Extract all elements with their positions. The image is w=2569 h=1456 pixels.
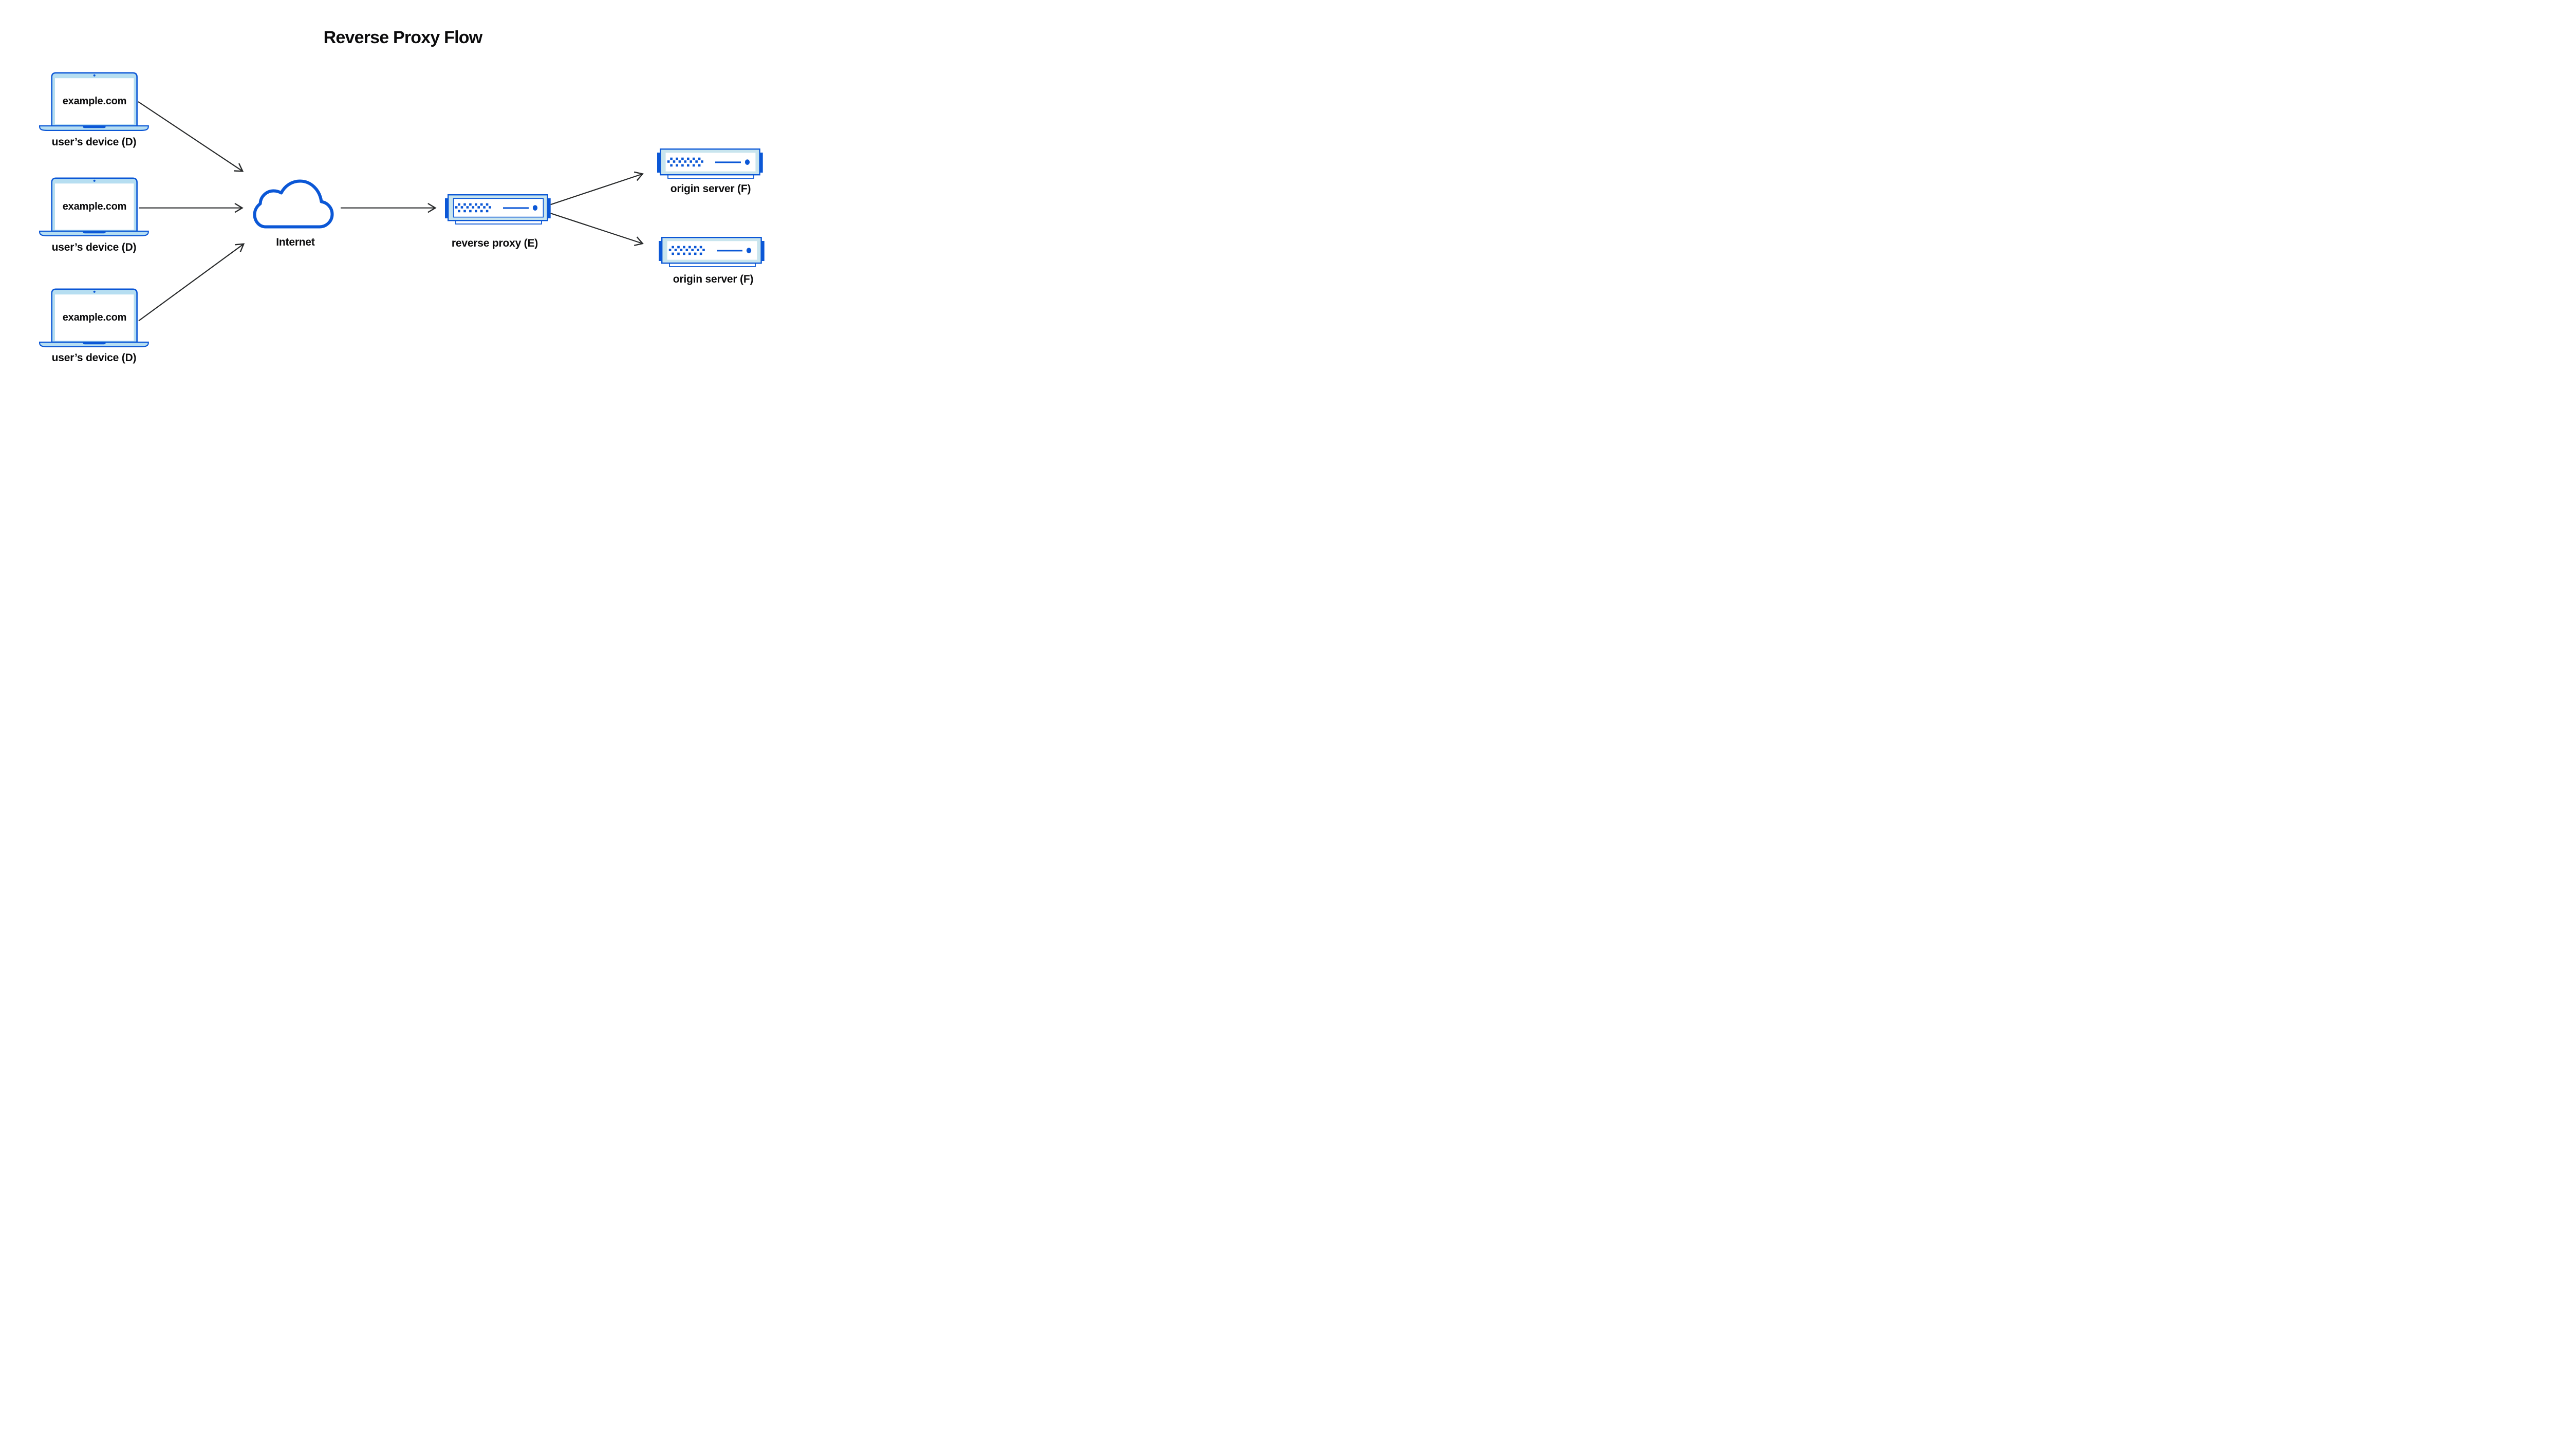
server-power-dot — [744, 159, 750, 165]
camera-dot-icon — [93, 74, 96, 77]
laptop-screen — [55, 294, 134, 341]
arrow-proxy-to-origin2 — [550, 213, 644, 246]
user-device-3 — [39, 288, 149, 348]
server-vent-pattern — [668, 246, 705, 255]
device-1-label: user’s device (D) — [51, 136, 137, 148]
user-device-1 — [39, 71, 149, 132]
laptop-screen — [55, 78, 134, 125]
arrow-proxy-to-origin1 — [550, 171, 644, 206]
server-slot-line — [717, 250, 742, 252]
device-1-screen-text: example.com — [62, 95, 127, 107]
rack-server-icon — [659, 237, 765, 267]
server-vent-pattern — [667, 157, 703, 167]
reverse-proxy-label: reverse proxy (E) — [451, 237, 538, 249]
device-3-label: user’s device (D) — [51, 352, 137, 364]
arrow-device3-to-internet — [138, 243, 245, 322]
server-left-tab — [445, 198, 449, 218]
reverse-proxy-node — [445, 194, 551, 226]
server-power-dot — [746, 248, 752, 253]
user-device-2 — [39, 177, 149, 237]
server-right-tab — [760, 241, 765, 261]
device-2-screen-text: example.com — [62, 200, 127, 212]
keyboard-notch — [83, 126, 106, 128]
internet-node — [251, 178, 336, 231]
keyboard-notch — [83, 231, 106, 234]
diagram-title: Reverse Proxy Flow — [323, 28, 483, 47]
server-power-dot — [532, 205, 538, 211]
camera-dot-icon — [93, 179, 96, 182]
server-right-tab — [547, 198, 551, 218]
origin-server-2-node — [659, 237, 765, 269]
device-3-screen-text: example.com — [62, 311, 127, 323]
server-right-tab — [759, 153, 763, 173]
device-2-label: user’s device (D) — [51, 241, 137, 253]
origin-server-1-node — [657, 148, 763, 180]
server-left-tab — [657, 153, 661, 173]
laptop-icon — [39, 177, 149, 236]
laptop-icon — [39, 288, 149, 347]
reverse-proxy-flow-diagram: Reverse Proxy Flow example.com user’s de… — [0, 0, 805, 403]
origin-server-2-label: origin server (F) — [673, 273, 754, 285]
laptop-screen — [55, 183, 134, 230]
cloud-icon — [253, 179, 334, 229]
origin-server-1-label: origin server (F) — [670, 183, 751, 195]
server-slot-line — [503, 207, 529, 209]
server-vent-pattern — [455, 203, 491, 213]
laptop-icon — [39, 72, 149, 131]
camera-dot-icon — [93, 290, 96, 293]
server-left-tab — [659, 241, 663, 261]
server-slot-line — [715, 161, 741, 163]
keyboard-notch — [83, 342, 106, 345]
arrow-device1-to-internet — [138, 101, 244, 172]
internet-label: Internet — [276, 236, 315, 248]
rack-server-icon — [657, 148, 763, 179]
rack-server-icon — [445, 194, 551, 225]
